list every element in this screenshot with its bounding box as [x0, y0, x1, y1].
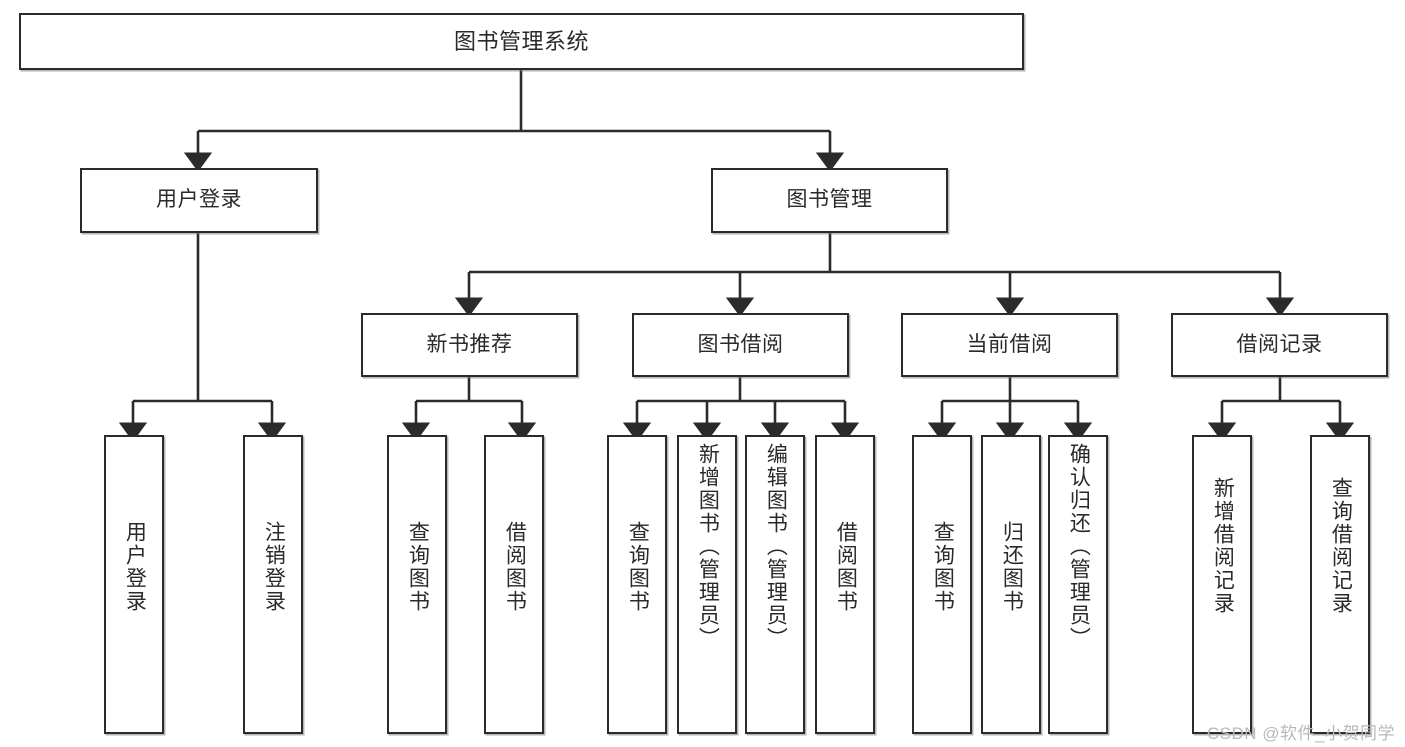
leaf-label: 确认归还（管理员） — [1067, 443, 1091, 650]
leaf-recommend-borrow-book[interactable]: 借阅图书 — [484, 435, 544, 734]
leaf-label: 查询图书 — [931, 521, 955, 613]
leaf-label: 新增借阅记录 — [1211, 477, 1235, 615]
leaf-current-confirm-return-admin[interactable]: 确认归还（管理员） — [1048, 435, 1108, 734]
leaf-current-return-book[interactable]: 归还图书 — [981, 435, 1041, 734]
node-user-login[interactable]: 用户登录 — [80, 168, 318, 233]
node-book-borrow[interactable]: 图书借阅 — [632, 313, 849, 377]
leaf-borrow-edit-book-admin[interactable]: 编辑图书（管理员） — [745, 435, 805, 734]
node-label: 图书借阅 — [697, 332, 784, 356]
node-label: 图书管理系统 — [453, 28, 589, 54]
node-root-book-management-system[interactable]: 图书管理系统 — [19, 13, 1024, 70]
leaf-user-login-logout[interactable]: 注销登录 — [243, 435, 303, 734]
node-label: 图书管理 — [786, 188, 873, 212]
leaf-label: 借阅图书 — [503, 521, 527, 613]
leaf-current-query-book[interactable]: 查询图书 — [912, 435, 972, 734]
leaf-record-query-borrow-record[interactable]: 查询借阅记录 — [1310, 435, 1370, 734]
leaf-label: 查询图书 — [626, 521, 650, 613]
node-book-management[interactable]: 图书管理 — [711, 168, 948, 233]
leaf-label: 查询借阅记录 — [1329, 477, 1353, 615]
leaf-label: 归还图书 — [1000, 521, 1024, 613]
leaf-user-login-login[interactable]: 用户登录 — [104, 435, 164, 734]
node-label: 用户登录 — [156, 188, 242, 212]
node-new-book-recommend[interactable]: 新书推荐 — [361, 313, 578, 377]
leaf-label: 编辑图书（管理员） — [764, 443, 788, 650]
node-label: 当前借阅 — [966, 332, 1053, 356]
leaf-label: 注销登录 — [262, 521, 286, 613]
leaf-recommend-query-book[interactable]: 查询图书 — [387, 435, 447, 734]
leaf-record-add-borrow-record[interactable]: 新增借阅记录 — [1192, 435, 1252, 734]
leaf-label: 借阅图书 — [834, 521, 858, 613]
leaf-label: 用户登录 — [123, 521, 147, 613]
leaf-borrow-query-book[interactable]: 查询图书 — [607, 435, 667, 734]
leaf-borrow-borrow-book[interactable]: 借阅图书 — [815, 435, 875, 734]
csdn-watermark: CSDN @软件_小贺同学 — [1206, 724, 1395, 743]
node-label: 新书推荐 — [426, 332, 513, 356]
leaf-label: 查询图书 — [406, 521, 430, 613]
node-borrow-record[interactable]: 借阅记录 — [1171, 313, 1388, 377]
leaf-label: 新增图书（管理员） — [696, 443, 720, 650]
node-label: 借阅记录 — [1236, 332, 1323, 356]
leaf-borrow-add-book-admin[interactable]: 新增图书（管理员） — [677, 435, 737, 734]
node-current-borrow[interactable]: 当前借阅 — [901, 313, 1118, 377]
